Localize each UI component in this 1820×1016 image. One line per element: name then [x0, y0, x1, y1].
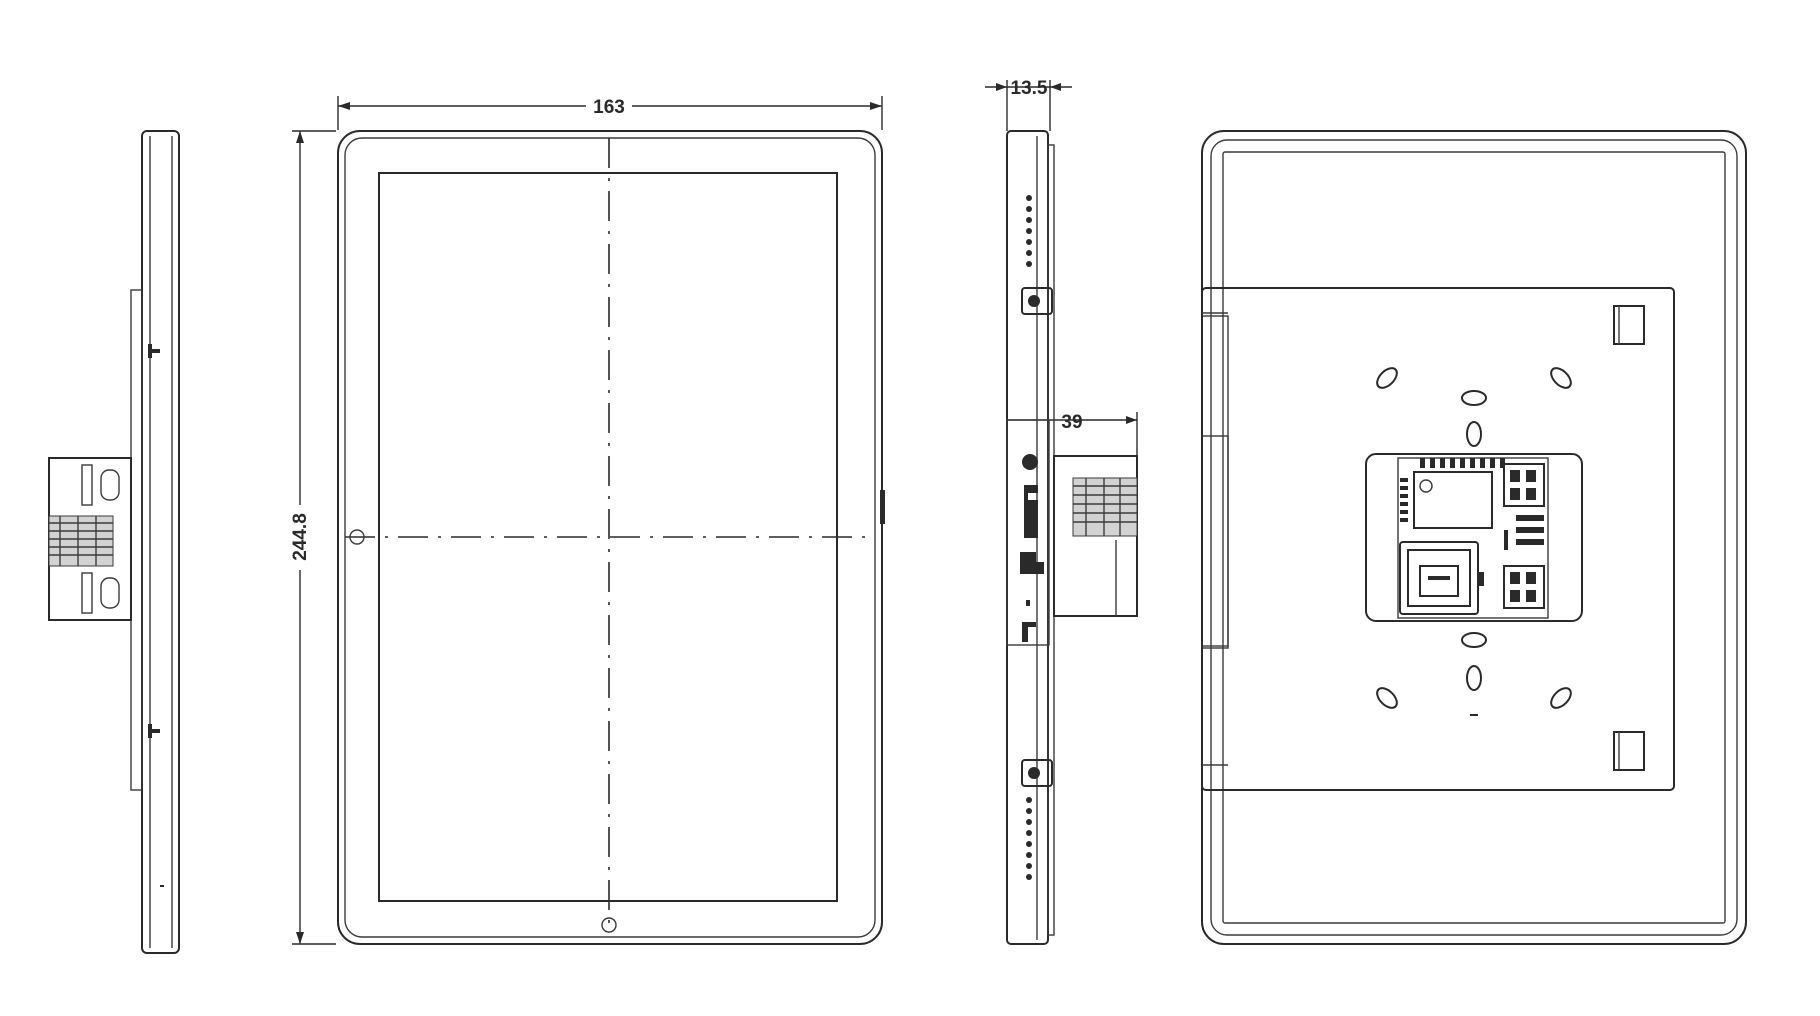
hook-slot-top [1613, 305, 1645, 345]
back-view [1201, 130, 1747, 945]
bracket-depth-label: 39 [1061, 412, 1082, 433]
wall-bracket-side-right [1053, 455, 1138, 617]
depth-dimension: 13.5 [985, 78, 1072, 131]
terminal-connector-top [1503, 463, 1545, 507]
chip-module [1413, 471, 1493, 529]
bracket-depth-dimension: 39 [1007, 412, 1138, 455]
bottom-sensor [601, 917, 617, 933]
height-dimension: 244.8 [290, 130, 336, 945]
speaker-grille-top [1026, 195, 1032, 267]
back-housing [1201, 130, 1747, 945]
front-view: 163 244.8 [290, 96, 885, 945]
side-view-left [48, 130, 180, 954]
terminal-connector-bottom [1503, 565, 1545, 609]
height-label: 244.8 [290, 513, 311, 561]
hook-slot-bottom [1613, 731, 1645, 771]
wall-bracket-side [48, 457, 132, 621]
speaker-grille-bottom [1026, 797, 1032, 880]
rear-connector-panel [1365, 453, 1583, 622]
mounting-plate [1201, 287, 1675, 791]
side-view-right: 13.5 39 [985, 78, 1138, 945]
side-sensor [349, 529, 365, 545]
depth-label: 13.5 [1011, 78, 1048, 99]
screen-area [378, 172, 838, 902]
width-dimension: 163 [337, 96, 883, 130]
width-label: 163 [593, 97, 625, 118]
side-port-panel [1006, 419, 1050, 646]
device-frame [337, 130, 883, 945]
